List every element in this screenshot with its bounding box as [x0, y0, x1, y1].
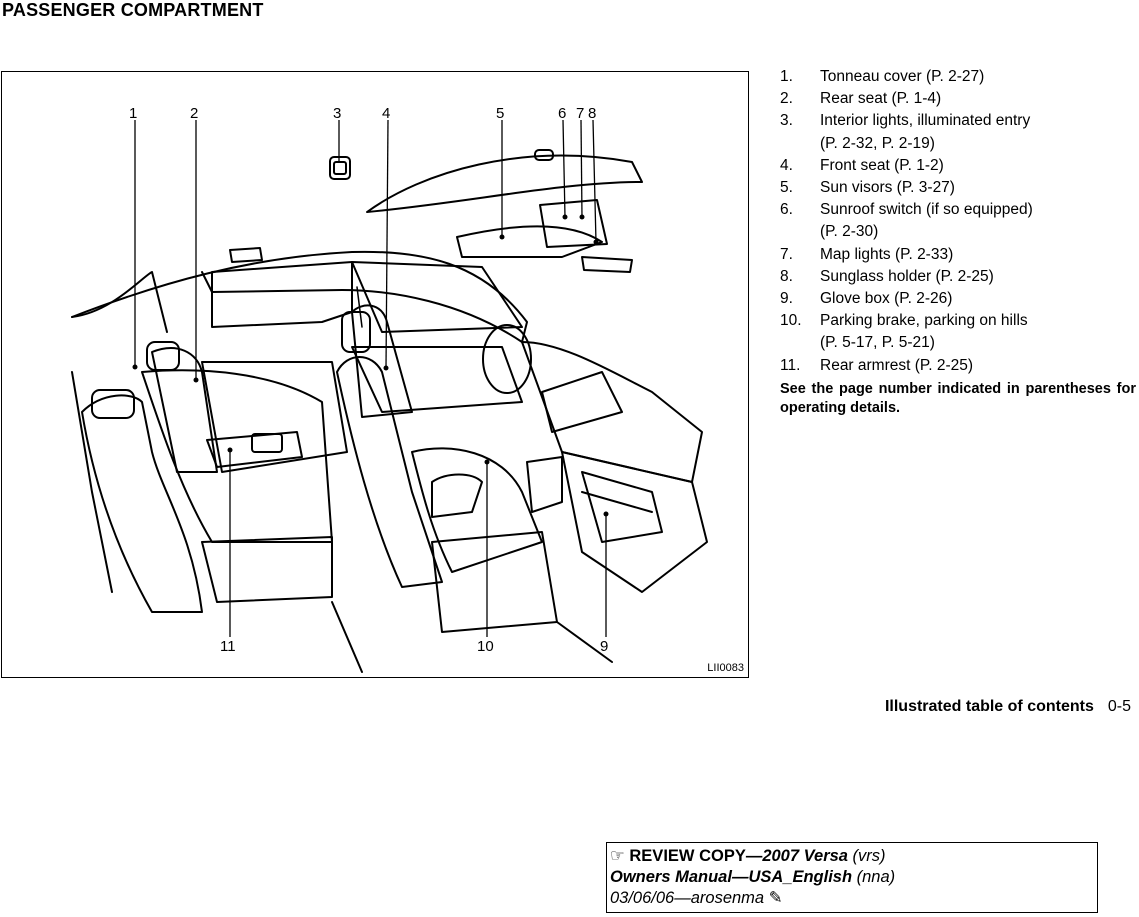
model-code: (vrs): [847, 847, 886, 865]
page-number: 0-5: [1107, 698, 1131, 715]
callout-7: 7: [576, 105, 585, 122]
callout-11: 11: [220, 638, 236, 655]
legend-num: 1.: [780, 68, 793, 85]
legend-list: 1. Tonneau cover (P. 2-27) 2. Rear seat (P…: [780, 66, 1139, 418]
legend-item: 10. Parking brake, parking on hills (P. 5-…: [780, 310, 1139, 354]
legend-text-cont: (P. 2-30): [820, 223, 879, 241]
section-title: Illustrated table of contents: [884, 698, 1094, 715]
legend-item: 6. Sunroof switch (if so equipped) (P. 2-3…: [780, 199, 1139, 243]
legend-text: Tonneau cover (P. 2-27): [820, 68, 985, 85]
legend-item: 8. Sunglass holder (P. 2-25): [780, 266, 1139, 288]
legend-num: 5.: [780, 179, 793, 197]
legend-item: 4. Front seat (P. 1-2): [780, 155, 1139, 177]
legend-item: 9. Glove box (P. 2-26): [780, 288, 1139, 310]
operating-details-note: See the page number indicated in parenth…: [780, 380, 1136, 416]
manual-code: (nna): [852, 868, 896, 886]
legend-item: 3. Interior lights, illuminated entry (P. …: [780, 110, 1139, 154]
legend-text: Rear seat (P. 1-4): [820, 90, 942, 108]
legend-num: 7.: [780, 245, 793, 263]
review-line-3: 03/06/06—arosenma ✎: [610, 888, 1094, 909]
interior-illustration: [71, 119, 708, 673]
pencil-icon: ✎: [768, 889, 783, 907]
legend-text: Map lights (P. 2-33): [820, 245, 954, 263]
review-copy-box: ☞ REVIEW COPY—2007 Versa (vrs) Owners Ma…: [606, 842, 1098, 913]
legend-text: Sun visors (P. 3-27): [820, 179, 955, 197]
legend-text: Glove box (P. 2-26): [820, 290, 953, 308]
callout-8: 8: [588, 105, 597, 122]
callout-2: 2: [190, 105, 199, 122]
legend-num: 6.: [780, 201, 793, 219]
model-name: 2007 Versa: [762, 847, 848, 865]
review-line-2: Owners Manual—USA_English (nna): [610, 867, 1094, 888]
callout-1: 1: [129, 105, 138, 122]
figure-code: LII0083: [707, 662, 744, 674]
callout-3: 3: [333, 105, 342, 122]
legend-text-cont: (P. 5-17, P. 5-21): [820, 334, 935, 352]
legend-item: 7. Map lights (P. 2-33): [780, 244, 1139, 266]
review-line-1: ☞ REVIEW COPY—2007 Versa (vrs): [610, 846, 1094, 867]
callout-6: 6: [558, 105, 567, 122]
legend-num: 8.: [780, 267, 793, 285]
legend-num: 3.: [780, 112, 793, 130]
legend-item: 5. Sun visors (P. 3-27): [780, 177, 1139, 199]
legend-num: 9.: [780, 290, 793, 308]
legend-item: 2. Rear seat (P. 1-4): [780, 88, 1139, 110]
review-label: REVIEW COPY—: [629, 847, 763, 865]
callout-5: 5: [496, 105, 505, 122]
legend-text: Interior lights, illuminated entry: [820, 112, 1031, 130]
passenger-compartment-figure: 1 2 3 4 5 6 7 8 11 10 9 LII0083: [1, 71, 749, 678]
page-heading: PASSENGER COMPARTMENT: [2, 0, 264, 20]
page-footer: Illustrated table of contents 0-5: [885, 698, 1131, 716]
legend-item: 11. Rear armrest (P. 2-25): [780, 355, 1139, 377]
legend-item: 1. Tonneau cover (P. 2-27): [780, 66, 1139, 88]
legend-text: Rear armrest (P. 2-25): [820, 356, 974, 374]
legend-num: 11.: [780, 356, 801, 374]
manual-name: Owners Manual—USA_English: [610, 868, 853, 886]
callout-4: 4: [382, 105, 391, 122]
callout-10: 10: [477, 638, 494, 655]
pointing-hand-icon: ☞: [610, 847, 625, 865]
legend-text: Front seat (P. 1-2): [820, 156, 944, 174]
legend-num: 4.: [780, 156, 793, 174]
callout-9: 9: [600, 638, 609, 655]
legend-text-cont: (P. 2-32, P. 2-19): [820, 134, 935, 152]
legend-num: 10.: [780, 312, 802, 330]
legend-text: Sunroof switch (if so equipped): [820, 201, 1033, 219]
legend-text: Parking brake, parking on hills: [820, 312, 1028, 330]
review-date-author: 03/06/06—arosenma: [610, 889, 765, 907]
legend-text: Sunglass holder (P. 2-25): [820, 267, 994, 285]
legend-num: 2.: [780, 90, 793, 108]
